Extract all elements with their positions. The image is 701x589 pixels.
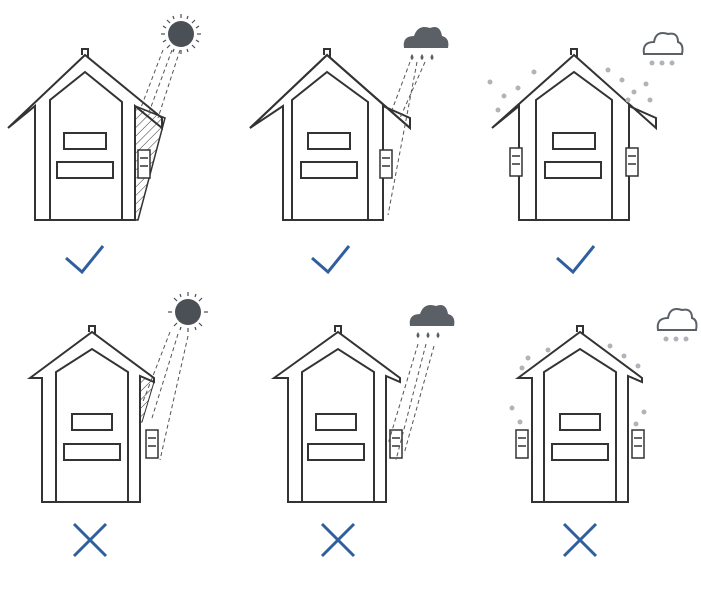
cross-icon <box>562 522 598 558</box>
panel-rain-sheltered <box>240 0 473 294</box>
house-drawing <box>487 32 684 275</box>
check-icon <box>311 245 351 275</box>
snow-cloud-icon <box>642 32 684 66</box>
house-drawing <box>249 27 449 275</box>
house-drawing <box>270 305 455 558</box>
cross-icon <box>72 522 108 558</box>
check-icon <box>65 245 105 275</box>
panel-snow-exposed <box>482 294 701 588</box>
wall-unit-left <box>515 429 529 459</box>
sun-icon <box>161 14 201 54</box>
panel-sun-exposed <box>0 292 233 588</box>
house-drawing <box>26 292 208 558</box>
wall-unit-right <box>625 147 639 177</box>
rain-cloud-icon <box>403 27 449 60</box>
cross-icon <box>320 522 356 558</box>
snow-cloud-icon <box>656 308 698 342</box>
snowflakes <box>509 343 647 427</box>
snowflakes <box>487 67 653 113</box>
panel-sun-shaded <box>0 0 233 294</box>
house-drawing <box>509 308 698 558</box>
wall-unit <box>389 429 403 459</box>
wall-unit <box>379 149 393 179</box>
sun-icon <box>168 292 208 332</box>
wall-unit <box>145 429 159 459</box>
rain-cloud-icon <box>409 305 455 338</box>
panel-snow-sheltered <box>482 0 701 294</box>
wall-unit-right <box>631 429 645 459</box>
check-icon <box>556 245 596 275</box>
wall-unit-left <box>509 147 523 177</box>
wall-unit <box>137 149 151 179</box>
panel-rain-exposed <box>240 294 473 588</box>
house-drawing <box>7 14 201 275</box>
